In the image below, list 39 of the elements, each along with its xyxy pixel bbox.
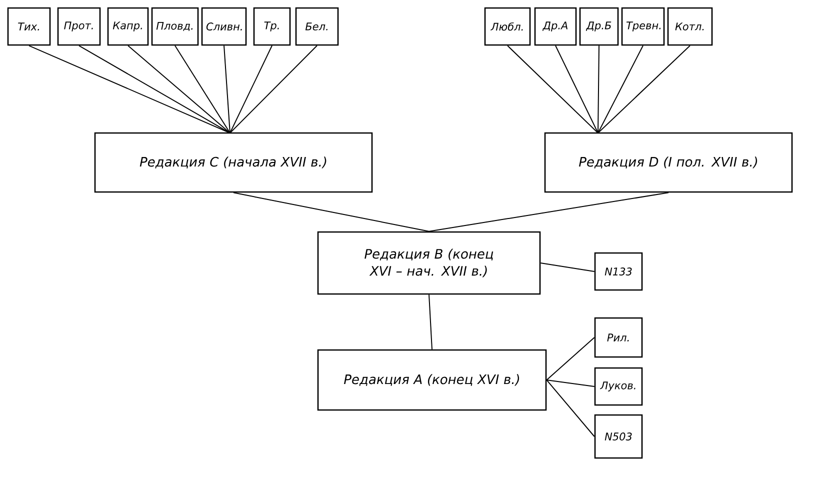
manuscript-box: Пловд. <box>151 7 199 46</box>
connector-line <box>224 45 230 134</box>
connector-line <box>546 337 595 380</box>
manuscript-box: Тревн. <box>621 7 665 46</box>
connector-line <box>78 45 230 134</box>
manuscript-box: Др.А <box>534 7 577 46</box>
connector-line <box>174 45 230 134</box>
connector-line <box>598 45 600 134</box>
manuscript-box: Капр. <box>107 7 149 46</box>
connector-line <box>230 45 318 134</box>
edition-box: Редакция D (I пол. XVII в.) <box>544 132 793 193</box>
manuscript-box: Сливн. <box>201 7 247 46</box>
manuscript-box: Рил. <box>594 317 643 358</box>
connector-line <box>546 380 595 387</box>
manuscript-box: Тих. <box>7 7 51 46</box>
connector-line <box>233 192 430 232</box>
connector-line <box>128 45 230 134</box>
manuscript-box: N133 <box>594 252 643 291</box>
edition-box: Редакция С (начала XVII в.) <box>94 132 373 193</box>
edition-box: Редакция В (конец XVI – нач. XVII в.) <box>317 231 541 295</box>
manuscript-box: N503 <box>594 414 643 459</box>
connector-line <box>428 192 669 232</box>
manuscript-box: Котл. <box>667 7 713 46</box>
manuscript-box: Любл. <box>484 7 531 46</box>
edition-box: Редакция А (конец XVI в.) <box>317 349 547 411</box>
connector-line <box>507 45 598 134</box>
manuscript-box: Др.Б <box>579 7 619 46</box>
connector-line <box>598 45 690 134</box>
manuscript-box: Прот. <box>57 7 101 46</box>
connector-line <box>555 45 598 134</box>
connector-line <box>546 380 595 437</box>
connector-line <box>598 45 644 134</box>
connector-line <box>28 45 230 134</box>
manuscript-box: Тр. <box>253 7 291 46</box>
manuscript-box: Луков. <box>594 367 643 406</box>
connector-line <box>428 294 432 350</box>
connector-line <box>540 262 595 272</box>
manuscript-box: Бел. <box>295 7 339 46</box>
connector-line <box>230 45 272 134</box>
